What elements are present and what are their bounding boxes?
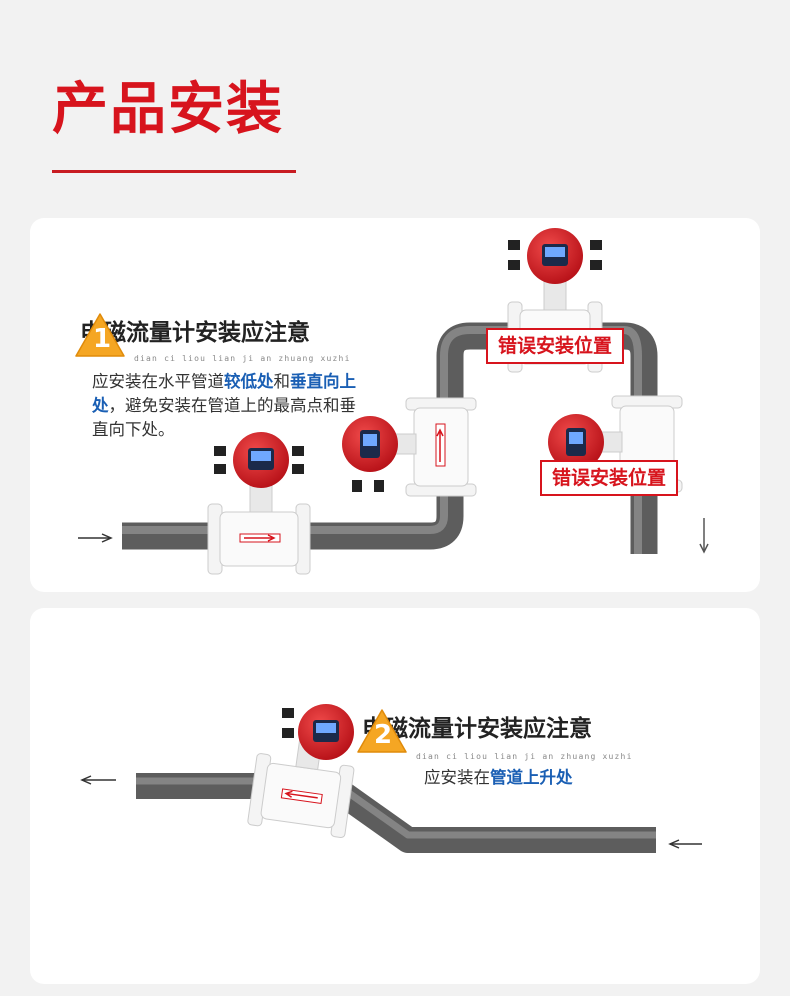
page-title: 产品安装 [52,77,284,142]
body-text-part: ，避免安装在管道上的最高点和垂直向下处。 [92,396,356,439]
body-text-part: 应安装在 [424,768,490,787]
note-body-2: 应安装在管道上升处 [424,766,664,790]
flow-arrow-icon [78,533,113,543]
flow-arrow-icon [668,839,702,849]
badge-number: 2 [374,720,393,750]
warning-triangle-icon [357,709,407,753]
wrong-position-label-right: 错误安装位置 [540,460,679,496]
flow-meter-head [282,704,354,760]
body-highlight: 较低处 [224,372,274,391]
pipe-diagram-2 [80,704,702,853]
flow-meter-icon [247,734,355,838]
note-heading-text: 电磁流量计安装应注意 [362,716,592,742]
title-underline [52,170,296,173]
pipe-diagram-1 [78,228,709,575]
install-panel-2: 2 电磁流量计安装应注意 dian ci liou lian ji an zhu… [30,608,760,984]
flow-arrow-icon [80,775,116,785]
heading-pinyin: dian ci liou lian ji an zhuang xuzhi [134,354,351,363]
flow-meter-icon [342,397,477,497]
note-heading-2: 2 电磁流量计安装应注意 [356,708,592,753]
note-heading-1: 1 电磁流量计安装应注意 [74,312,310,357]
body-highlight: 垂直向上处 [92,372,356,415]
body-highlight: 管道上升处 [490,768,573,787]
warning-triangle-icon [75,313,125,357]
note-body-1: 应安装在水平管道较低处和垂直向上处，避免安装在管道上的最高点和垂直向下处。 [92,370,372,442]
body-text-part: 和 [273,372,291,391]
flow-meter-icon [207,432,311,575]
body-text-part: 应安装在水平管道 [92,372,224,391]
badge-number: 1 [93,324,112,354]
note-heading-text: 电磁流量计安装应注意 [80,320,310,346]
wrong-position-label-top: 错误安装位置 [486,328,625,364]
heading-pinyin: dian ci liou lian ji an zhuang xuzhi [416,752,633,761]
install-panel-1: 1 电磁流量计安装应注意 dian ci liou lian ji an zhu… [30,218,760,592]
